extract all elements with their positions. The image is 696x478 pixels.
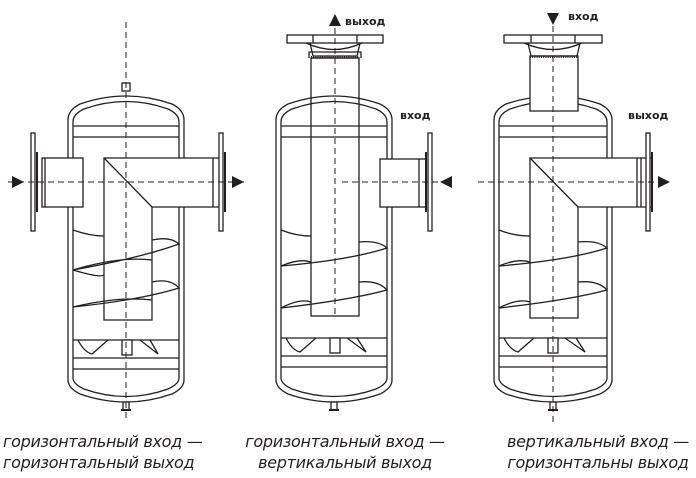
inlet-arrow-icon	[440, 176, 452, 188]
caption-separator-2: горизонтальный вход — вертикальный выход	[240, 431, 450, 473]
caption-line-2: горизонтальный выход	[3, 453, 195, 472]
vessel-shell-inner	[498, 100, 608, 398]
helix-blade	[72, 229, 105, 237]
helix-blade	[280, 229, 312, 237]
helix-blade	[498, 229, 531, 237]
deflector	[503, 337, 535, 353]
vessel-shell-outer	[493, 95, 613, 403]
vessel-shell-outer	[67, 95, 185, 403]
deflector	[77, 339, 109, 355]
inlet-label: вход	[400, 109, 431, 122]
caption-line-2: горизонтальны выход	[507, 453, 689, 472]
deflector	[285, 337, 317, 353]
vessel-shell-outer	[275, 95, 393, 403]
inlet-pipe	[529, 55, 579, 112]
inlet-flange	[427, 132, 433, 232]
inlet-label: вход	[568, 10, 599, 23]
outlet-arrow-icon	[658, 176, 670, 188]
separator-1	[8, 22, 248, 420]
separator-3: вход выход	[478, 10, 670, 425]
vessel-shell-inner	[280, 100, 388, 398]
inlet-arrow-icon	[12, 176, 24, 188]
inlet-pipe	[379, 158, 427, 208]
caption-line-2: вертикальный выход	[258, 453, 432, 472]
outlet-arrow-icon	[329, 14, 341, 26]
caption-separator-3: вертикальный вход — горизонтальны выход	[503, 431, 693, 473]
caption-line-1: горизонтальный вход —	[3, 432, 203, 451]
drain-nozzle	[330, 401, 338, 411]
caption-line-1: вертикальный вход —	[507, 432, 689, 451]
caption-separator-1: горизонтальный вход — горизонтальный вых…	[3, 431, 203, 473]
outlet-label: выход	[345, 15, 386, 28]
inlet-arrow-icon	[547, 13, 559, 25]
vessel-shell-inner	[72, 100, 180, 398]
separator-2: выход вход	[275, 14, 452, 411]
caption-line-1: горизонтальный вход —	[245, 432, 445, 451]
drain-tube	[329, 337, 341, 354]
outlet-label: выход	[628, 109, 669, 122]
drain-tube	[121, 339, 133, 356]
outlet-arrow-icon	[232, 176, 244, 188]
